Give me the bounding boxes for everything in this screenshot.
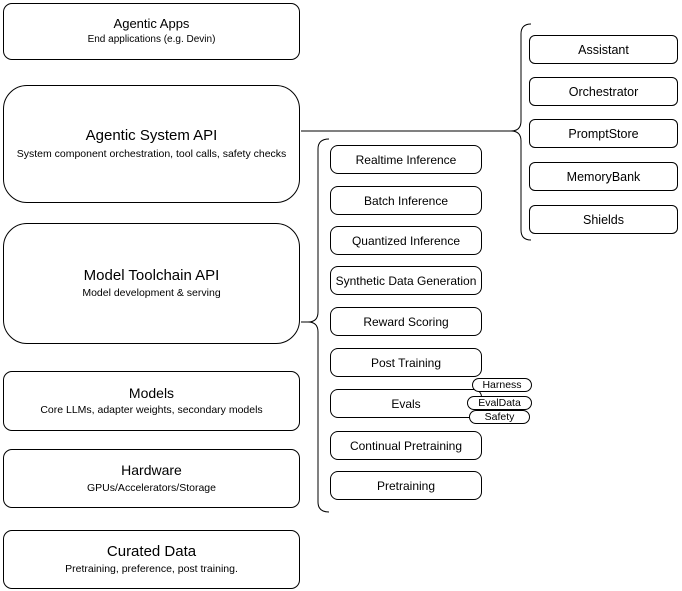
node-subtitle: System component orchestration, tool cal… [16,147,287,160]
node-memorybank: MemoryBank [529,162,678,191]
node-curated-data: Curated Data Pretraining, preference, po… [3,530,300,589]
node-title: Model Toolchain API [83,266,220,284]
node-title: Agentic System API [85,127,218,145]
node-subtitle: Core LLMs, adapter weights, secondary mo… [40,404,263,417]
node-evals: Evals [330,389,482,418]
node-model-toolchain-api: Model Toolchain API Model development & … [3,223,300,344]
node-title: Hardware [121,462,182,479]
node-title: Models [128,384,175,401]
node-subtitle: Pretraining, preference, post training. [65,563,238,576]
node-agentic-apps: Agentic Apps End applications (e.g. Devi… [3,3,300,60]
node-quantized-inference: Quantized Inference [330,226,482,255]
node-subtitle: End applications (e.g. Devin) [87,34,216,46]
toolchain-brace [301,138,330,513]
node-realtime-inference: Realtime Inference [330,145,482,174]
node-pretraining: Pretraining [330,471,482,500]
node-continual-pretraining: Continual Pretraining [330,431,482,460]
tag-evaldata: EvalData [467,396,532,410]
node-title: Curated Data [106,542,197,560]
tag-safety: Safety [469,410,530,424]
node-promptstore: PromptStore [529,119,678,148]
node-hardware: Hardware GPUs/Accelerators/Storage [3,449,300,508]
node-synthetic-data-generation: Synthetic Data Generation [330,266,482,295]
node-subtitle: Model development & serving [82,287,221,300]
node-post-training: Post Training [330,348,482,377]
tag-harness: Harness [472,378,532,392]
node-agentic-system-api: Agentic System API System component orch… [3,85,300,203]
node-models: Models Core LLMs, adapter weights, secon… [3,371,300,431]
node-batch-inference: Batch Inference [330,186,482,215]
system-components-brace [510,23,532,241]
node-subtitle: GPUs/Accelerators/Storage [87,481,216,494]
node-title: Agentic Apps [113,16,190,32]
node-reward-scoring: Reward Scoring [330,307,482,336]
node-assistant: Assistant [529,35,678,64]
node-orchestrator: Orchestrator [529,77,678,106]
node-shields: Shields [529,205,678,234]
